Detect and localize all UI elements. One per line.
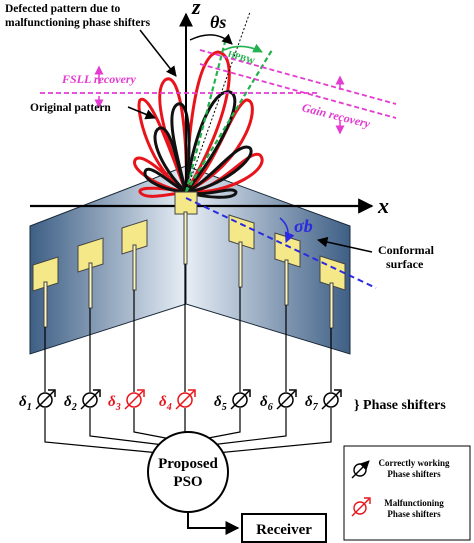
phase-shifter-icon xyxy=(232,392,248,408)
defected-pattern-label-line1: Defected pattern due to xyxy=(5,3,121,15)
phase-shifter-icon xyxy=(278,392,294,408)
phase-shifter-6: δ6 xyxy=(260,380,297,418)
legend-malfunction-line2: Phase shifters xyxy=(387,509,441,519)
feed-lines xyxy=(44,264,332,380)
legend-working-line2: Phase shifters xyxy=(387,469,441,479)
phase-shifter-icon xyxy=(82,392,98,408)
phase-shifter-icon xyxy=(37,392,53,408)
sigma-b-arc xyxy=(279,217,295,243)
phase-shifter-label: δ7 xyxy=(305,394,319,413)
sigma-b-label: σb xyxy=(294,216,313,236)
legend-malfunction-line1: Malfunctioning xyxy=(384,498,444,508)
pso-label-line2: PSO xyxy=(173,474,202,490)
phase-shifters-label: } Phase shifters xyxy=(354,398,446,413)
phase-shifter-label: δ3 xyxy=(108,394,121,413)
conformal-label-line2: surface xyxy=(386,257,424,271)
phase-shifter-1: δ1 xyxy=(19,380,56,418)
phase-shifter-label: δ4 xyxy=(159,394,172,413)
fsll-recovery-label: FSLL recovery xyxy=(61,72,137,86)
recovery-lines xyxy=(40,49,397,119)
phase-shifter-group: δ1 δ2 δ3 δ4 δ5 δ6 δ7 xyxy=(19,380,342,418)
recovery-arrows xyxy=(94,65,345,135)
receiver-label: Receiver xyxy=(256,522,312,538)
original-pattern xyxy=(143,90,253,199)
phase-shifter-4: δ4 xyxy=(159,380,196,418)
phase-shifter-label: δ2 xyxy=(64,394,77,413)
legend-working-line1: Correctly working xyxy=(378,458,450,468)
conformal-pointer xyxy=(316,236,373,253)
original-pattern-label: Original pattern xyxy=(30,102,111,114)
sigma-b-line xyxy=(185,197,377,289)
hpbw-label: HPBW xyxy=(227,48,256,66)
defected-pattern-label-line2: malfunctioning phase shifters xyxy=(5,17,151,29)
phase-shifter-icon xyxy=(177,392,193,408)
phase-shifter-icon xyxy=(323,392,339,408)
axis-x-label: x xyxy=(377,193,389,218)
coordinate-axes: z x xyxy=(30,0,389,218)
axis-z-label: z xyxy=(191,0,201,19)
pso-to-receiver-line xyxy=(187,512,240,535)
gain-recovery-label: Gain recovery xyxy=(301,100,373,131)
phase-shifter-label: δ1 xyxy=(19,394,32,413)
phase-shifter-icon xyxy=(126,392,142,408)
phase-shifter-2: δ2 xyxy=(64,380,101,418)
legend: Correctly working Phase shifters Malfunc… xyxy=(343,445,471,541)
legend-malfunction-icon xyxy=(351,497,371,517)
theta-s-label: θs xyxy=(210,12,226,32)
phase-shifter-5: δ5 xyxy=(214,380,251,418)
conformal-label-line1: Conformal xyxy=(378,243,435,257)
receiver-box xyxy=(241,513,327,543)
hpbw-arrow xyxy=(223,43,263,53)
phase-shifter-label: δ6 xyxy=(260,394,273,413)
pso-block xyxy=(147,431,229,513)
original-pattern-pointer xyxy=(127,106,156,120)
legend-working-icon xyxy=(351,460,370,479)
pso-label-line1: Proposed xyxy=(158,456,218,472)
phase-shifter-3: δ3 xyxy=(108,380,145,418)
phase-shifter-label: δ5 xyxy=(214,394,227,413)
phase-shifter-7: δ7 xyxy=(305,380,342,418)
hpbw-lines xyxy=(184,37,273,193)
theta-s-arc xyxy=(189,33,233,45)
pso-connections xyxy=(44,418,332,455)
defected-pattern-pointer xyxy=(139,29,177,77)
